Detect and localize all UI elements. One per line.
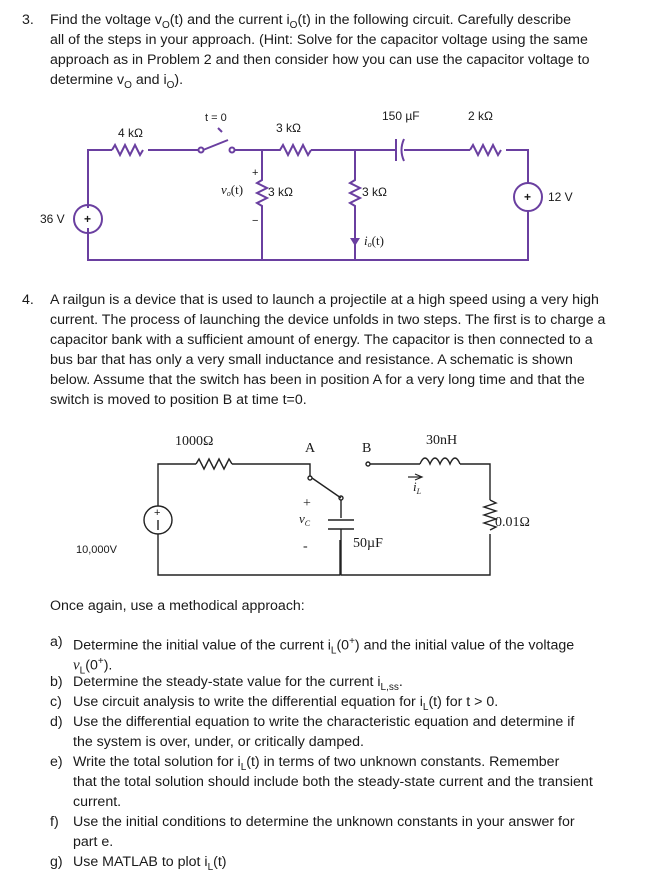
part-a-line-2: vL(0+). bbox=[73, 656, 113, 677]
source-plus: + bbox=[154, 507, 160, 519]
problem-4-number: 4. bbox=[22, 292, 34, 308]
vc-plus: + bbox=[303, 496, 311, 511]
part-b-text: Determine the steady-state value for the… bbox=[73, 674, 403, 693]
current-arrow-icon bbox=[414, 473, 424, 481]
plus-sign-12v: + bbox=[524, 190, 531, 204]
resistor-3k-io bbox=[347, 150, 363, 260]
label-10000v: 10,000V bbox=[76, 544, 118, 556]
problem-3-line-2: all of the steps in your approach. (Hint… bbox=[50, 32, 588, 48]
label-36v: 36 V bbox=[40, 212, 65, 226]
label-il: iL bbox=[413, 479, 422, 496]
plus-sign-36v: + bbox=[84, 212, 91, 226]
label-2k: 2 kΩ bbox=[468, 109, 493, 123]
part-e-line-2: that the total solution should include b… bbox=[73, 774, 593, 790]
resistor-3k-top bbox=[266, 142, 312, 158]
problem-3-number: 3. bbox=[22, 12, 34, 28]
part-d-line-1: Use the differential equation to write t… bbox=[73, 714, 575, 730]
problem-3-line-3: approach as in Problem 2 and then consid… bbox=[50, 52, 590, 68]
label-50uf: 50µF bbox=[353, 536, 383, 551]
label-vc: vC bbox=[299, 511, 311, 528]
resistor-4k bbox=[111, 142, 144, 158]
problem-4-line-4: bus bar that has only a very small induc… bbox=[50, 352, 573, 368]
part-d-label: d) bbox=[50, 714, 63, 730]
part-e-line-1: Write the total solution for iL(t) in te… bbox=[73, 754, 560, 773]
problem-4-line-3: capacitor bank with a sufficient amount … bbox=[50, 332, 593, 348]
part-e-label: e) bbox=[50, 754, 63, 770]
part-g-label: g) bbox=[50, 854, 63, 870]
label-1000ohm: 1000Ω bbox=[175, 434, 213, 449]
part-c-text: Use circuit analysis to write the differ… bbox=[73, 694, 499, 713]
label-3k-io: 3 kΩ bbox=[362, 185, 387, 199]
label-150uf: 150 µF bbox=[382, 109, 420, 123]
label-vo: vo(t) bbox=[221, 182, 243, 198]
label-30nh: 30nH bbox=[426, 433, 457, 448]
problem-3-line-1: Find the voltage vO(t) and the current i… bbox=[50, 12, 572, 31]
current-arrow-icon bbox=[350, 238, 360, 246]
label-switch-t0: t = 0 bbox=[205, 112, 227, 124]
vc-minus: - bbox=[303, 539, 308, 554]
wire bbox=[87, 149, 112, 208]
label-pos-b: B bbox=[362, 441, 371, 456]
label-io: io(t) bbox=[364, 233, 384, 249]
part-a-label: a) bbox=[50, 634, 63, 650]
label-12v: 12 V bbox=[548, 190, 573, 204]
part-f-line-2: part e. bbox=[73, 834, 114, 850]
part-f-line-1: Use the initial conditions to determine … bbox=[73, 814, 575, 830]
problem-3-line-4: determine vO and iO). bbox=[50, 72, 184, 91]
label-4k: 4 kΩ bbox=[118, 126, 143, 140]
label-3k-vo: 3 kΩ bbox=[268, 185, 293, 199]
label-0-01ohm: 0.01Ω bbox=[495, 515, 530, 530]
part-b-label: b) bbox=[50, 674, 63, 690]
label-3k-top: 3 kΩ bbox=[276, 121, 301, 135]
problem-4-line-2: current. The process of launching the de… bbox=[50, 312, 606, 328]
vo-minus: − bbox=[252, 215, 258, 227]
part-d-line-2: the system is over, under, or critically… bbox=[73, 734, 364, 750]
part-a-line-1: Determine the initial value of the curre… bbox=[73, 636, 575, 657]
part-e-line-3: current. bbox=[73, 794, 122, 810]
resistor-2k bbox=[469, 142, 502, 158]
label-pos-a: A bbox=[305, 441, 316, 456]
vo-plus: + bbox=[252, 167, 258, 179]
problem-4-line-6: switch is moved to position B at time t=… bbox=[50, 392, 307, 408]
problem-4-line-5: below. Assume that the switch has been i… bbox=[50, 372, 585, 388]
part-c-label: c) bbox=[50, 694, 62, 710]
resistor-3k-vo bbox=[254, 150, 270, 260]
problem-4-line-1: A railgun is a device that is used to la… bbox=[50, 292, 599, 308]
part-f-label: f) bbox=[50, 814, 59, 830]
part-g-text: Use MATLAB to plot iL(t) bbox=[73, 854, 227, 873]
approach-text: Once again, use a methodical approach: bbox=[50, 598, 305, 614]
